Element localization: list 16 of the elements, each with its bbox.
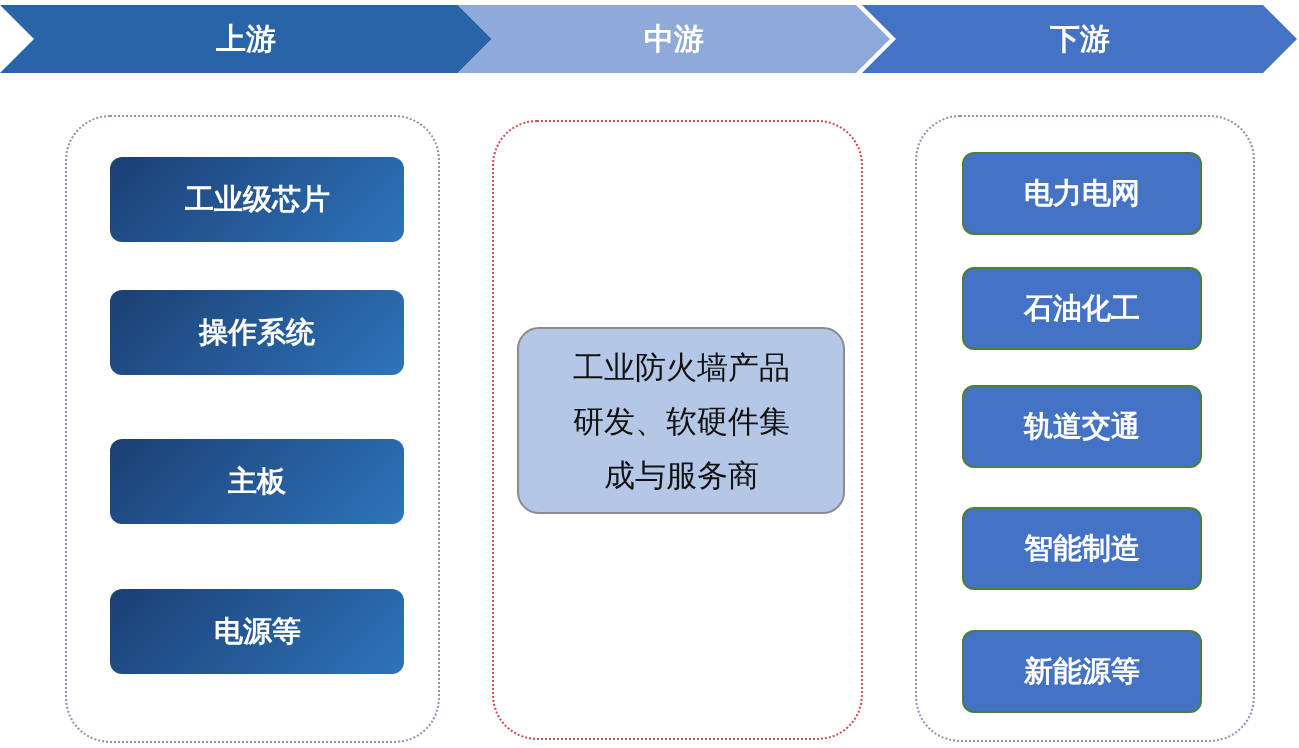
category-box: 智能制造 xyxy=(962,507,1202,590)
category-box: 轨道交通 xyxy=(962,385,1202,468)
category-box: 操作系统 xyxy=(110,290,404,375)
stage-title: 下游 xyxy=(1049,19,1110,58)
category-box: 工业级芯片 xyxy=(110,157,404,242)
category-box: 主板 xyxy=(110,439,404,524)
dotted-panel xyxy=(915,115,1255,742)
dotted-panel xyxy=(492,120,863,740)
category-box: 电力电网 xyxy=(962,152,1202,235)
category-box: 石油化工 xyxy=(962,267,1202,350)
category-box: 工业防火墙产品研发、软硬件集成与服务商 xyxy=(517,327,845,514)
category-box: 新能源等 xyxy=(962,630,1202,713)
stage-title: 上游 xyxy=(216,19,276,58)
stage-title: 中游 xyxy=(644,19,704,58)
category-box: 电源等 xyxy=(110,589,404,674)
dotted-panel xyxy=(65,115,440,743)
